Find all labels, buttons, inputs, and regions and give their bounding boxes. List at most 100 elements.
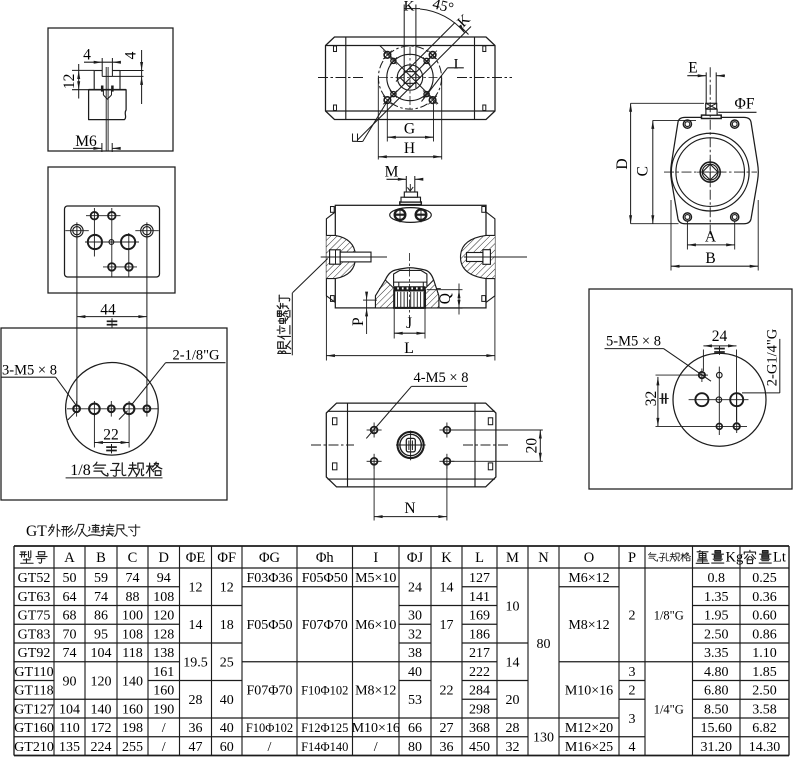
- svg-text:6.82: 6.82: [752, 721, 777, 736]
- svg-text:I: I: [454, 56, 459, 72]
- svg-text:28: 28: [189, 693, 203, 708]
- svg-text:2: 2: [629, 684, 636, 699]
- svg-text:14: 14: [189, 618, 203, 633]
- svg-text:I: I: [373, 550, 378, 566]
- svg-text:45°: 45°: [431, 0, 455, 17]
- svg-text:D: D: [614, 158, 631, 169]
- svg-text:0.60: 0.60: [752, 609, 777, 624]
- svg-text:M: M: [385, 163, 399, 180]
- svg-text:F10Φ102: F10Φ102: [246, 721, 293, 735]
- svg-text:36: 36: [440, 740, 454, 755]
- svg-text:255: 255: [122, 740, 143, 755]
- svg-text:40: 40: [220, 693, 234, 708]
- svg-text:GT63: GT63: [18, 590, 51, 605]
- svg-text:47: 47: [189, 740, 203, 755]
- svg-text:3-M5 × 8: 3-M5 × 8: [2, 363, 57, 379]
- svg-text:74: 74: [63, 646, 77, 661]
- svg-text:1.10: 1.10: [752, 646, 777, 661]
- svg-text:C: C: [635, 166, 652, 176]
- svg-text:40: 40: [220, 721, 234, 736]
- svg-text:ΦG: ΦG: [259, 550, 281, 566]
- svg-text:M5×10: M5×10: [355, 571, 396, 586]
- svg-text:GT118: GT118: [14, 684, 53, 699]
- svg-text:169: 169: [469, 609, 490, 624]
- svg-text:198: 198: [122, 721, 143, 736]
- svg-text:80: 80: [537, 637, 551, 652]
- svg-text:1.35: 1.35: [704, 590, 729, 605]
- svg-text:100: 100: [122, 609, 143, 624]
- svg-text:2: 2: [629, 609, 636, 624]
- svg-text:298: 298: [469, 702, 490, 717]
- svg-text:1.85: 1.85: [752, 665, 777, 680]
- svg-text:20: 20: [506, 693, 520, 708]
- svg-text:L: L: [475, 550, 484, 566]
- svg-text:217: 217: [469, 646, 490, 661]
- svg-text:G: G: [404, 120, 415, 137]
- svg-text:94: 94: [157, 571, 171, 586]
- svg-text:GT83: GT83: [18, 627, 51, 642]
- svg-text:224: 224: [91, 740, 112, 755]
- svg-text:GT110: GT110: [14, 665, 53, 680]
- svg-text:12: 12: [61, 74, 78, 90]
- svg-text:1/8"G: 1/8"G: [654, 609, 684, 623]
- svg-text:80: 80: [408, 740, 422, 755]
- svg-text:32: 32: [408, 627, 422, 642]
- svg-text:104: 104: [59, 702, 80, 717]
- svg-text:186: 186: [469, 627, 490, 642]
- svg-text:M12×20: M12×20: [565, 721, 613, 736]
- svg-text:120: 120: [153, 609, 174, 624]
- svg-text:6.80: 6.80: [704, 684, 729, 699]
- svg-text:/: /: [162, 740, 166, 755]
- svg-text:4.80: 4.80: [704, 665, 729, 680]
- svg-text:104: 104: [91, 646, 112, 661]
- svg-text:GT75: GT75: [18, 609, 51, 624]
- svg-text:450: 450: [469, 740, 490, 755]
- svg-text:17: 17: [440, 618, 454, 633]
- svg-text:/: /: [268, 740, 272, 755]
- svg-text:L: L: [404, 340, 414, 357]
- svg-text:A: A: [64, 550, 75, 566]
- svg-text:108: 108: [153, 590, 174, 605]
- svg-text:F12Φ125: F12Φ125: [301, 721, 348, 735]
- svg-text:3: 3: [629, 712, 636, 727]
- svg-text:108: 108: [122, 627, 143, 642]
- svg-text:1/8: 1/8: [70, 462, 90, 479]
- svg-text:160: 160: [153, 684, 174, 699]
- svg-text:0.8: 0.8: [708, 571, 726, 586]
- svg-text:70: 70: [63, 627, 77, 642]
- svg-text:161: 161: [153, 665, 174, 680]
- svg-text:140: 140: [122, 674, 143, 689]
- svg-text:86: 86: [94, 609, 108, 624]
- svg-text:4-M5 × 8: 4-M5 × 8: [414, 370, 469, 386]
- svg-text:4: 4: [83, 47, 91, 64]
- svg-text:24: 24: [408, 581, 422, 596]
- svg-text:50: 50: [63, 571, 77, 586]
- svg-text:12: 12: [220, 581, 234, 596]
- svg-text:M6×12: M6×12: [568, 571, 609, 586]
- svg-text:14.30: 14.30: [749, 740, 781, 755]
- svg-text:12: 12: [189, 581, 203, 596]
- svg-text:20: 20: [524, 438, 541, 454]
- svg-text:140: 140: [91, 702, 112, 717]
- svg-text:14: 14: [506, 656, 520, 671]
- svg-text:120: 120: [91, 674, 112, 689]
- svg-text:30: 30: [408, 609, 422, 624]
- svg-text:4: 4: [629, 740, 636, 755]
- svg-text:368: 368: [469, 721, 490, 736]
- svg-text:2-1/8"G: 2-1/8"G: [173, 348, 221, 364]
- svg-text:22: 22: [440, 684, 454, 699]
- svg-text:3.35: 3.35: [704, 646, 729, 661]
- svg-text:95: 95: [94, 627, 108, 642]
- svg-text:90: 90: [63, 674, 77, 689]
- svg-text:138: 138: [153, 646, 174, 661]
- svg-text:F14Φ140: F14Φ140: [301, 740, 348, 754]
- svg-text:GT210: GT210: [14, 740, 54, 755]
- svg-text:8.50: 8.50: [704, 702, 729, 717]
- svg-text:F07Φ70: F07Φ70: [246, 684, 292, 699]
- svg-text:ΦE: ΦE: [186, 550, 206, 566]
- svg-text:M10×16: M10×16: [565, 684, 613, 699]
- svg-text:24: 24: [712, 328, 728, 345]
- svg-text:130: 130: [533, 731, 554, 746]
- svg-text:J: J: [406, 315, 412, 332]
- svg-text:H: H: [404, 140, 415, 157]
